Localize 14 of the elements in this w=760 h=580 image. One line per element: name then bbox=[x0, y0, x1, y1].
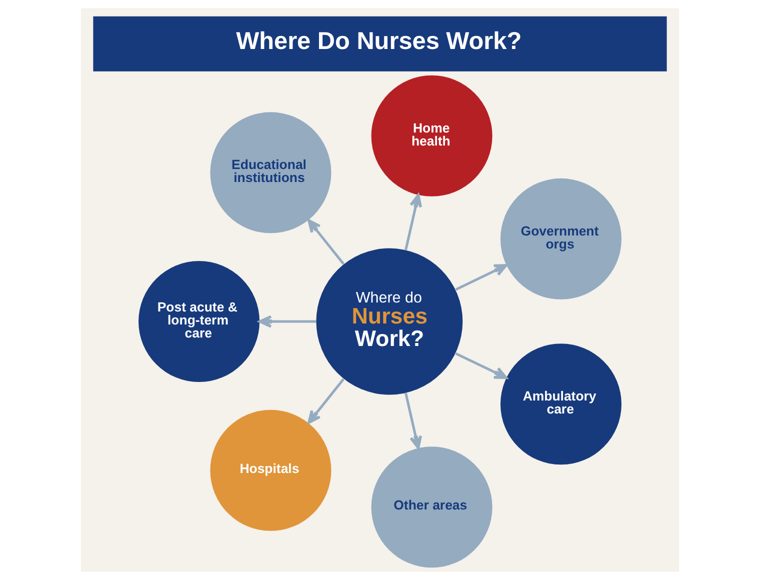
arrow bbox=[258, 315, 316, 328]
node-circle: Post acute & long-term care bbox=[138, 261, 260, 382]
node-circle: Ambulatory care bbox=[500, 344, 622, 465]
node-circle: Government orgs bbox=[500, 178, 622, 300]
arrow bbox=[308, 378, 345, 424]
node-circle: Where do Nurses Work? bbox=[316, 248, 463, 395]
arrow bbox=[404, 392, 422, 450]
arrow bbox=[308, 219, 345, 265]
arrow bbox=[455, 264, 508, 291]
arrow bbox=[404, 194, 422, 250]
diagram-title: Where Do Nurses Work? bbox=[236, 28, 522, 56]
arrow bbox=[455, 352, 508, 380]
node-circle: Other areas bbox=[371, 446, 492, 568]
node-circle: Home health bbox=[371, 75, 492, 196]
